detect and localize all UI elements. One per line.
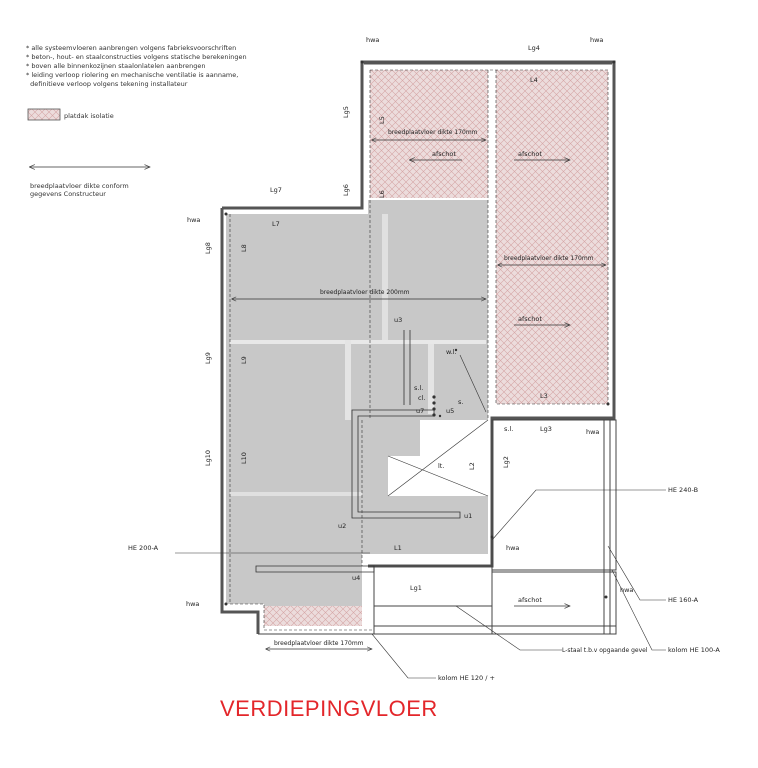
stair-void-cross-1 <box>387 419 489 497</box>
label-he160a: HE 160-A <box>668 596 699 604</box>
label-bpv170-2: breedplaatvloer dikte 170mm <box>504 255 594 262</box>
note-4: * leiding verloop riolering en mechanisc… <box>26 71 239 79</box>
leader-lines <box>175 354 666 679</box>
label-hwa-1: hwa <box>366 36 379 44</box>
note-3: * boven alle binnenkozijnen staalonlatel… <box>26 62 206 70</box>
label-hwa-6: hwa <box>506 544 519 552</box>
label-l6: L6 <box>378 190 386 198</box>
pipes <box>255 330 461 573</box>
label-hwa-7: hwa <box>620 586 633 594</box>
label-lg2: Lg2 <box>502 456 510 468</box>
drawing-title: VERDIEPINGVLOER <box>220 696 438 721</box>
label-l5: L5 <box>378 116 386 124</box>
label-lg7: Lg7 <box>270 186 282 194</box>
label-hwa-3: hwa <box>187 216 200 224</box>
label-lg5: Lg5 <box>342 106 350 118</box>
label-l1: L1 <box>394 544 402 552</box>
stair-void-cross-2 <box>387 455 489 497</box>
label-kolom120: kolom HE 120 / + <box>438 674 495 682</box>
hidden-beams <box>229 69 609 631</box>
label-lg10: Lg10 <box>204 450 212 466</box>
lower-right-bay <box>258 419 617 635</box>
slab-200mm <box>226 200 488 612</box>
span-arrows <box>232 140 606 649</box>
label-hwa-4: hwa <box>186 600 199 608</box>
pipe-dots <box>224 60 616 606</box>
label-afschot-1: afschot <box>432 150 456 158</box>
label-wl: w.l. <box>446 348 457 356</box>
legend-insulation-swatch <box>27 108 61 121</box>
legend-direction-label-2: gegevens Constructeur <box>30 190 106 198</box>
label-l7: L7 <box>272 220 280 228</box>
label-lg9: Lg9 <box>204 352 212 364</box>
label-lg8: Lg8 <box>204 242 212 254</box>
label-u4: u4 <box>352 574 360 582</box>
label-sl-1: s.l. <box>414 384 423 392</box>
label-lg6: Lg6 <box>342 184 350 196</box>
label-cl: cl. <box>418 394 425 402</box>
insulation-upper <box>370 70 608 404</box>
label-lstaal: L-staal t.b.v opgaande gevel <box>562 647 648 654</box>
label-sl-2: s.l. <box>504 425 513 433</box>
label-l10: L10 <box>240 452 248 464</box>
label-afschot-2: afschot <box>518 150 542 158</box>
insulation-lower <box>264 606 362 626</box>
label-l4: L4 <box>530 76 538 84</box>
note-5: definitieve verloop volgens tekening ins… <box>26 80 188 88</box>
label-he240b: HE 240-B <box>668 486 698 494</box>
legend-direction-label-1: breedplaatvloer dikte conform <box>30 182 129 190</box>
label-u1: u1 <box>464 512 472 520</box>
label-kolom100: kolom HE 100-A <box>668 646 720 654</box>
note-1: * alle systeemvloeren aanbrengen volgens… <box>26 44 237 52</box>
note-2: * beton-, hout- en staalconstructies vol… <box>26 53 247 61</box>
label-lg1: Lg1 <box>410 584 422 592</box>
label-bpv170-1: breedplaatvloer dikte 170mm <box>388 129 478 136</box>
label-he200a: HE 200-A <box>128 544 159 552</box>
legend-insulation-label: platdak isolatie <box>64 112 114 120</box>
plan-labels: hwa hwa hwa hwa hwa hwa hwa Lg4 Lg7 Lg3 … <box>128 36 720 682</box>
slope-arrows <box>410 160 570 606</box>
label-l2: L2 <box>468 462 476 470</box>
label-lt: lt. <box>438 462 444 470</box>
label-afschot-4: afschot <box>518 596 542 604</box>
label-l9: L9 <box>240 356 248 364</box>
label-bpv170-3: breedplaatvloer dikte 170mm <box>274 640 364 647</box>
label-u3: u3 <box>394 316 402 324</box>
label-hwa-2: hwa <box>590 36 603 44</box>
label-afschot-3: afschot <box>518 315 542 323</box>
label-l8: L8 <box>240 244 248 252</box>
label-u7: u7 <box>416 407 424 415</box>
label-bpv200: breedplaatvloer dikte 200mm <box>320 289 410 296</box>
label-lg3: Lg3 <box>540 425 552 433</box>
label-lg4: Lg4 <box>528 44 540 52</box>
label-s: s. <box>458 398 463 406</box>
label-u2: u2 <box>338 522 346 530</box>
label-l3: L3 <box>540 392 548 400</box>
label-u5: u5 <box>446 407 454 415</box>
label-hwa-5: hwa <box>586 428 599 436</box>
